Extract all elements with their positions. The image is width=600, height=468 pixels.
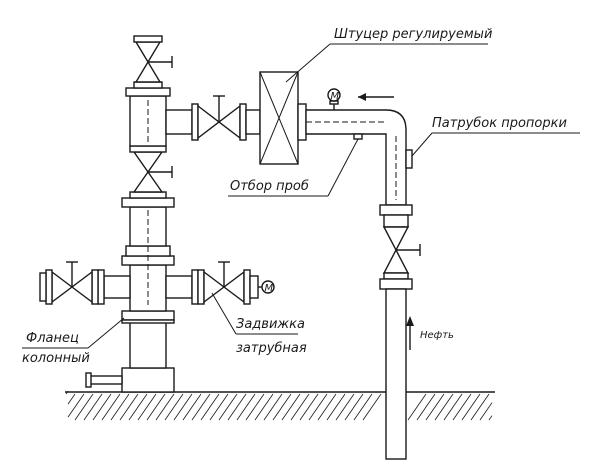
hatch-line — [236, 393, 256, 421]
hatch-line — [209, 393, 229, 421]
hatch-line — [326, 393, 346, 421]
hatch-line — [92, 393, 112, 421]
hatch-line — [290, 393, 310, 421]
hatch-line — [83, 393, 103, 421]
flow-tee — [125, 87, 171, 147]
gauge-letter: M — [265, 283, 274, 294]
hatch-line — [479, 402, 493, 421]
hatch-line — [137, 393, 157, 421]
label-gate-valve-line2: затрубная — [236, 341, 307, 356]
flow-line — [165, 95, 261, 141]
manometer-icon: M — [258, 280, 275, 294]
strut-pipe-stub — [405, 149, 413, 169]
oil-arrow — [406, 316, 414, 350]
hatch-line — [67, 393, 76, 405]
label-flange-line2: колонный — [22, 351, 90, 366]
hatch-line — [254, 393, 274, 421]
outlet-manometer-icon: M — [327, 88, 341, 110]
hatch-line — [353, 393, 373, 421]
hatch-line — [218, 393, 238, 421]
hatch-line — [425, 393, 445, 421]
hatch-line — [407, 393, 427, 421]
hatch-line — [452, 393, 472, 421]
hatch-line — [461, 393, 481, 421]
hatch-line — [164, 393, 184, 421]
label-oil: Нефть — [420, 330, 454, 341]
hatch-line — [443, 393, 463, 421]
label-gate-valve-line1: Задвижка — [236, 317, 305, 332]
sampling-tap — [353, 133, 363, 140]
hatch-line — [470, 393, 490, 421]
hatch-line — [110, 393, 130, 421]
hatch-line — [182, 393, 202, 421]
hatch-line — [488, 415, 493, 421]
hatch-line — [299, 393, 319, 421]
ground-hatching — [65, 390, 493, 421]
hatch-line — [317, 393, 337, 421]
line-valve — [379, 204, 421, 290]
label-flange-line1: Фланец — [26, 331, 79, 346]
casing-base — [85, 367, 175, 393]
hatch-line — [416, 393, 436, 421]
hatch-line — [245, 393, 265, 421]
hatch-line — [65, 390, 69, 395]
annulus-gate-valve — [197, 261, 259, 305]
hatch-line — [308, 393, 328, 421]
hatch-line — [119, 393, 139, 421]
label-sampling: Отбор проб — [230, 179, 309, 194]
hatch-line — [155, 393, 175, 421]
hatch-line — [344, 393, 364, 421]
label-strut-pipe: Патрубок пропорки — [432, 116, 567, 131]
label-adjustable-choke: Штуцер регулируемый — [334, 27, 492, 42]
master-valve — [129, 145, 173, 199]
swab-valve — [133, 35, 173, 89]
hatch-line — [146, 393, 166, 421]
hatch-line — [281, 393, 301, 421]
riser-pipe — [385, 288, 407, 460]
hatch-line — [263, 393, 283, 421]
hatch-line — [191, 393, 211, 421]
leader-lines — [22, 43, 580, 349]
hatch-line — [272, 393, 292, 421]
hatch-line — [67, 393, 85, 418]
hatch-line — [434, 393, 454, 421]
hatch-line — [101, 393, 121, 421]
hatch-line — [362, 393, 382, 421]
ground — [65, 390, 495, 421]
hatch-line — [227, 393, 247, 421]
cross-side-arms — [97, 269, 199, 305]
outlet-pipe — [305, 109, 407, 206]
left-gate-valve — [39, 261, 99, 305]
hatch-line — [335, 393, 355, 421]
hatch-line — [173, 393, 193, 421]
hatch-line — [74, 393, 94, 421]
gauge-letter-2: M — [331, 91, 340, 102]
hatch-line — [128, 393, 148, 421]
hatch-line — [200, 393, 220, 421]
adjustable-choke — [259, 71, 307, 165]
flow-arrow — [358, 93, 394, 101]
